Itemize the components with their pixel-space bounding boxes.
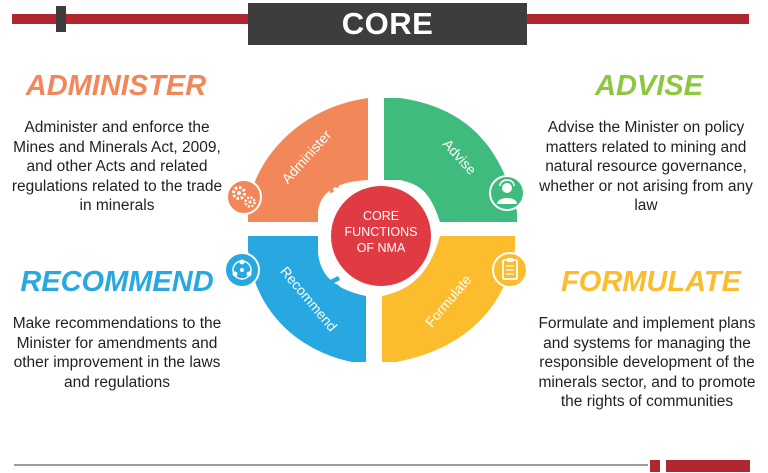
advise-segment [384,98,517,222]
recommend-heading: RECOMMEND [20,266,214,298]
arrow-recommend [326,276,340,290]
arrow-advise [420,180,432,193]
top-accent-bar-right [527,14,749,24]
advisor-person-icon [489,175,525,211]
formulate-description: Formulate and implement plans and system… [538,315,756,410]
advise-description: Advise the Minister on policy matters re… [539,119,753,214]
gears-icon [226,179,262,215]
top-accent-tick [56,6,66,32]
administer-heading: ADMINISTER [25,70,207,102]
arrow-formulate [424,274,436,286]
bottom-accent-bar [666,460,750,472]
center-circle [331,186,431,286]
clipboard-icon [492,252,528,288]
formulate-segment [382,236,515,362]
recommend-segment [248,236,366,362]
center-label-line-2: FUNCTIONS [345,225,418,239]
center-label-line-1: CORE [363,209,399,223]
advise-heading: ADVISE [595,70,703,102]
bottom-accent-tick [650,460,660,472]
administer-segment [248,98,368,222]
arrow-administer [328,180,340,193]
administer-description: Administer and enforce the Mines and Min… [11,119,223,214]
bottom-divider-line [14,464,648,466]
center-label-line-3: OF NMA [357,241,406,255]
recommend-description: Make recommendations to the Minister for… [12,315,222,391]
formulate-heading: FORMULATE [561,266,741,298]
top-accent-bar-left [12,14,248,24]
page-title: CORE FUNCTIONS [248,3,527,83]
network-icon [224,252,260,288]
